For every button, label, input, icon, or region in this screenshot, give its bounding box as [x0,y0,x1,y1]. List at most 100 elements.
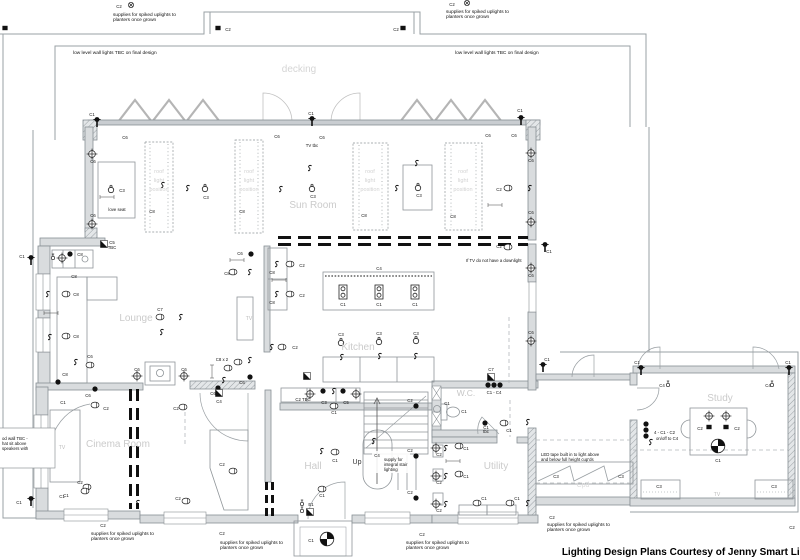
plan-label: Utility [484,461,508,472]
plan-label: C7 [488,367,494,372]
junction-dot-icon [643,421,649,427]
plan-label: C1 [63,493,69,498]
plan-label: C2 [100,523,106,528]
ceiling-light-icon [720,410,732,422]
lounge-sofa [56,276,88,384]
downlight-icon [61,332,71,340]
switch-drop-icon [371,437,377,445]
plan-label: C3 [376,331,382,336]
driver-unit-icon [487,373,495,381]
plan-label: C1 [308,538,314,543]
plan-label: tbc [483,429,490,434]
downlight-icon [285,260,295,268]
switch-drop-icon [413,352,419,360]
plan-label: C6 [528,273,534,278]
plan-label: TV [714,492,721,498]
downlight-icon [228,268,238,276]
plan-label: C1 [89,112,95,117]
plan-label: TV tbc [306,143,319,148]
plan-label: C2 TBC [295,397,310,402]
plan-label: C3 [656,484,662,489]
plan-label: C4 [765,383,771,388]
plan-label: C2 [292,345,298,350]
plan-label: planters once grown [547,527,591,533]
study-unit-right [754,479,794,500]
plan-label: If TV do not have a downlight [466,258,522,263]
socket-icon [299,506,305,514]
plan-label: C2 [407,490,413,495]
plan-label: C8 [224,271,230,276]
plan-label: C2 [734,426,740,431]
plan-label: C5 [343,400,349,405]
plan-label: light [154,178,165,184]
plan-label: C1 [481,496,487,501]
plan-label: C2 [407,448,413,453]
plan-label: light [458,178,469,184]
switch-drop-icon [443,472,449,480]
construction-lines [53,317,791,493]
plan-label: Lounge [119,313,153,324]
tv-unit-lounge [236,296,254,341]
plan-label: C2 [449,2,455,7]
plan-label: speakers with [2,446,29,451]
basin [433,405,441,413]
plan-label: C2 [407,398,413,403]
plan-label: TV [59,445,66,451]
plan-label: Sun Room [289,200,336,211]
plan-label: C8 [73,334,79,339]
plan-label: C2 [436,480,442,485]
plan-label: W.C. [457,388,475,398]
wall-luminaire-icon [2,25,8,31]
plan-label: C2 [173,406,179,411]
plan-label: C2 [436,508,442,513]
plan-label: C1 [785,360,791,365]
plan-label: C2 [103,406,109,411]
spiked-uplight-icon [464,0,470,6]
plan-label: C1 [59,494,65,499]
plan-label: roof [154,169,164,175]
plan-label: C8 [77,252,83,257]
plan-label: LED tape built in to light above [541,452,600,457]
plan-label: C8 [450,214,456,219]
fireplace [144,361,176,386]
plan-label: on/off to C4 [656,436,679,441]
plan-label: C8 x 2 [216,357,229,362]
downlight-icon [505,499,515,507]
wall-luminaire-icon [723,424,729,430]
downlight-icon [178,403,188,411]
plan-label: C2 [116,4,122,9]
plan-label: C5 [109,240,115,245]
downlight-icon [317,485,327,493]
plan-label: C2 [219,531,225,536]
plan-label: 4 - C1 - C2 [654,430,676,435]
plan-label: C6 [239,380,245,385]
junction-dot-icon [485,382,491,388]
corridor-cupboards [535,461,634,485]
decking-doors [262,92,361,123]
plan-label: C6 [210,391,216,396]
plan-label: C6 [528,210,534,215]
switch-drop-icon [307,164,313,172]
plan-label: planters once grown [91,536,135,542]
downlight-icon [330,448,340,456]
downlight-icon [181,497,191,505]
plan-label: C1 [544,357,550,362]
structural-beams [129,236,528,518]
plan-label: C1 [463,474,469,479]
plan-label: C2 [219,462,225,467]
plan-label: C2 [436,452,442,457]
plan-label: C2 [299,293,305,298]
plan-label: TBC [108,245,117,250]
furniture [49,161,794,557]
downlight-icon [454,470,464,478]
plan-label: Cpd [577,482,590,489]
plan-label: C1 [16,500,22,505]
toilet [446,406,460,418]
switch-drop-icon [331,387,337,395]
plan-label: C1 [483,425,489,430]
plan-label: C1 [376,302,382,307]
ceiling-light-icon [178,370,190,382]
junction-dot-icon [491,382,497,388]
junction-dot-icon [413,403,419,409]
plan-label: Hall [304,461,321,472]
